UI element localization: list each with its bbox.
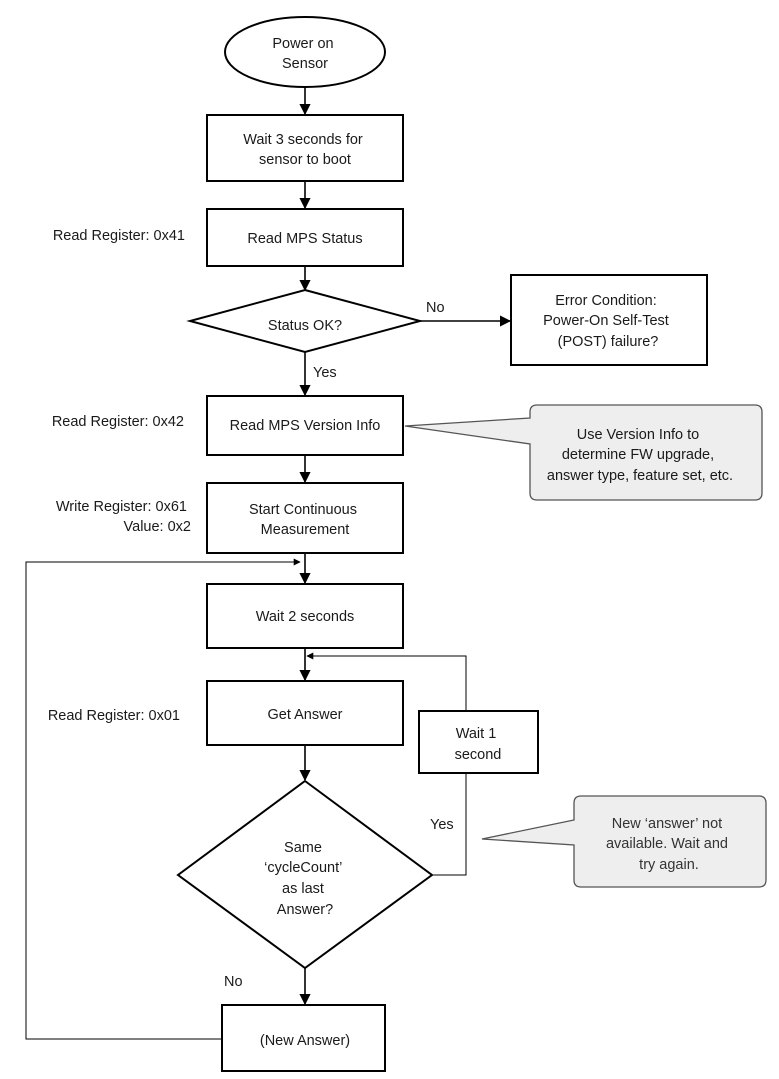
node-start-measurement: Start Continuous Measurement bbox=[206, 482, 404, 554]
error-text: Error Condition: Power-On Self-Test (POS… bbox=[543, 293, 673, 350]
node-read-version: Read MPS Version Info bbox=[206, 395, 404, 456]
register-label-0x41: Read Register: 0x41 bbox=[53, 228, 185, 244]
node-get-answer: Get Answer bbox=[206, 680, 404, 746]
edge-label-no-same: No bbox=[224, 974, 243, 990]
wait-boot-text: Wait 3 seconds for sensor to boot bbox=[243, 132, 367, 168]
node-wait-2: Wait 2 seconds bbox=[206, 583, 404, 649]
node-wait-1: Wait 1 second bbox=[418, 710, 539, 774]
edge-label-no-error: No bbox=[426, 300, 445, 316]
node-wait-boot: Wait 3 seconds for sensor to boot bbox=[206, 114, 404, 182]
node-new-answer: (New Answer) bbox=[221, 1004, 386, 1072]
callout-answer-unavailable: New ‘answer’ not available. Wait and try… bbox=[481, 795, 767, 888]
status-ok-text: Status OK? bbox=[268, 318, 342, 334]
node-status-ok: Status OK? bbox=[186, 288, 424, 354]
edge-new-answer-loop bbox=[25, 558, 301, 1040]
connectors bbox=[25, 88, 512, 1040]
new-answer-text: (New Answer) bbox=[260, 1033, 350, 1049]
power-on-text: Power on Sensor bbox=[272, 36, 337, 72]
callout-version-info-text: Use Version Info to determine FW upgrade… bbox=[547, 427, 733, 484]
wait-2-text: Wait 2 seconds bbox=[256, 609, 355, 625]
read-status-text: Read MPS Status bbox=[247, 231, 362, 247]
register-label-0x42: Read Register: 0x42 bbox=[52, 414, 184, 430]
register-label-0x61: Write Register: 0x61 Value: 0x2 bbox=[56, 499, 191, 535]
node-power-on: Power on Sensor bbox=[224, 16, 386, 88]
node-read-status: Read MPS Status bbox=[206, 208, 404, 267]
wait-1-text: Wait 1 second bbox=[455, 726, 502, 763]
callout-answer-unavailable-text: New ‘answer’ not available. Wait and try… bbox=[606, 816, 732, 873]
callout-version-info: Use Version Info to determine FW upgrade… bbox=[404, 404, 763, 501]
get-answer-text: Get Answer bbox=[268, 707, 343, 723]
register-label-0x01: Read Register: 0x01 bbox=[48, 708, 180, 724]
edge-label-yes-same: Yes bbox=[430, 817, 454, 833]
node-error: Error Condition: Power-On Self-Test (POS… bbox=[510, 274, 708, 366]
read-version-text: Read MPS Version Info bbox=[230, 418, 381, 434]
node-same-cyclecount: Same ‘cycleCount’ as last Answer? bbox=[176, 779, 434, 970]
start-measurement-text: Start Continuous Measurement bbox=[249, 502, 361, 538]
edge-label-yes-ok: Yes bbox=[313, 365, 337, 381]
same-cyclecount-text: Same ‘cycleCount’ as last Answer? bbox=[264, 840, 346, 918]
